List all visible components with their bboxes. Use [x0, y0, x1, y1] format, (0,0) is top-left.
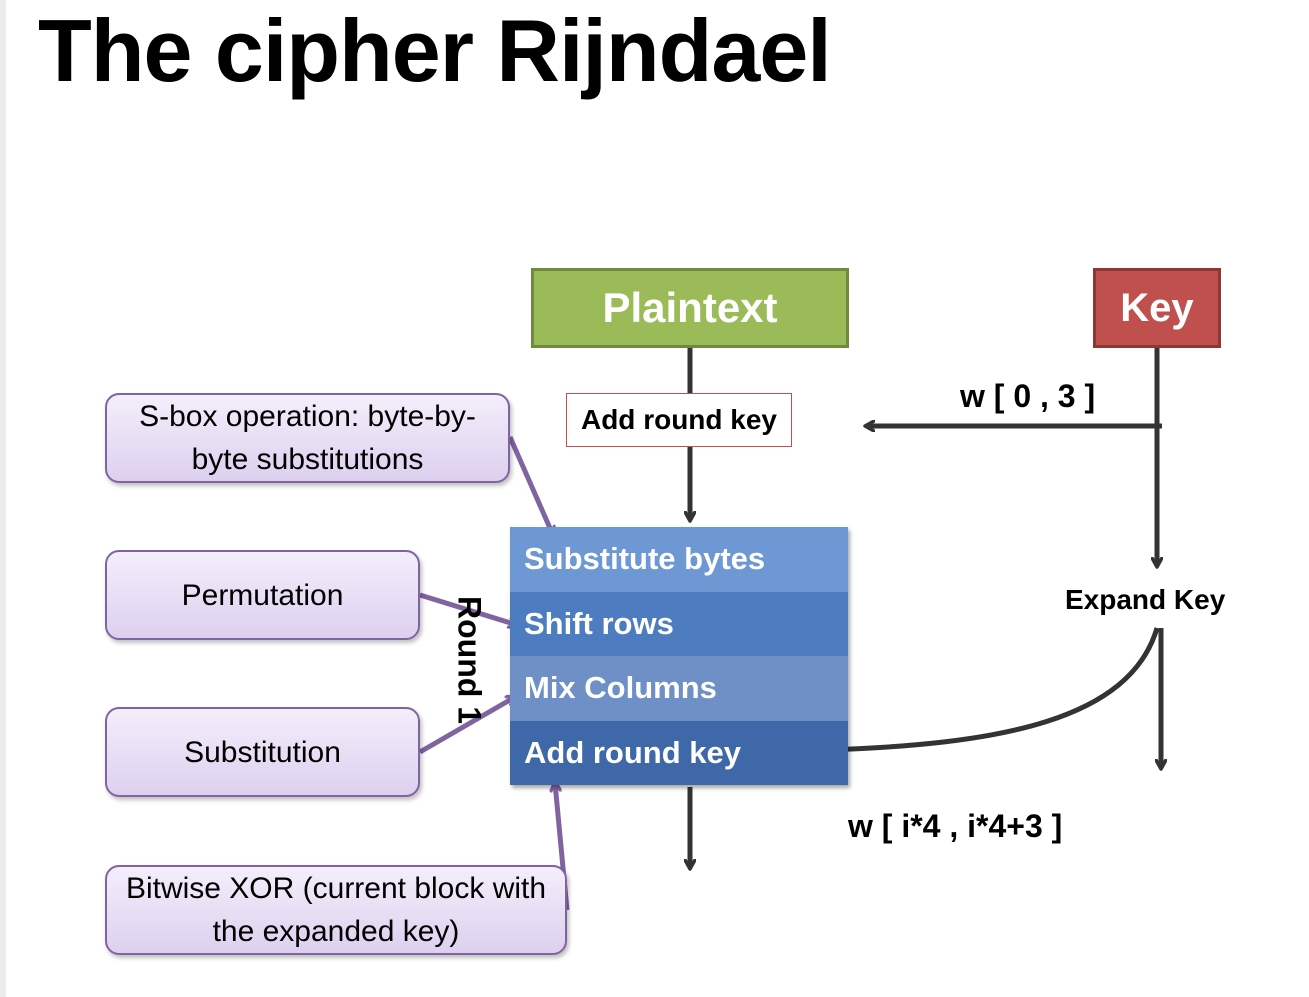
annotation-bitwise-xor: Bitwise XOR (current block with the expa…: [105, 865, 567, 955]
pointer-sbox: [507, 435, 553, 535]
annotation-sbox: S-box operation: byte-by-byte substituti…: [105, 393, 510, 483]
key-words-initial-label: w [ 0 , 3 ]: [960, 378, 1096, 414]
slide-title: The cipher Rijndael: [38, 1, 832, 100]
plaintext-box: Plaintext: [531, 268, 849, 348]
pointer-substitution: [418, 697, 515, 755]
step-add-round-key: Add round key: [510, 720, 848, 785]
annotation-permutation: Permutation: [105, 550, 420, 640]
step-mix-columns: Mix Columns: [510, 656, 848, 721]
round-block: Substitute bytes Shift rows Mix Columns …: [510, 527, 848, 785]
initial-add-round-key-box: Add round key: [566, 393, 792, 447]
arrow-expand-to-round-addroundkey: [822, 627, 1160, 750]
key-words-round-label: w [ i*4 , i*4+3 ]: [848, 808, 1063, 844]
expand-key-label: Expand Key: [1065, 584, 1226, 615]
step-shift-rows: Shift rows: [510, 591, 848, 656]
key-box: Key: [1093, 268, 1221, 348]
slide-left-border: [0, 0, 6, 997]
round-label: Round 1: [451, 596, 488, 724]
pointer-permutation: [419, 592, 517, 625]
annotation-substitution: Substitution: [105, 707, 420, 797]
step-substitute-bytes: Substitute bytes: [510, 527, 848, 592]
